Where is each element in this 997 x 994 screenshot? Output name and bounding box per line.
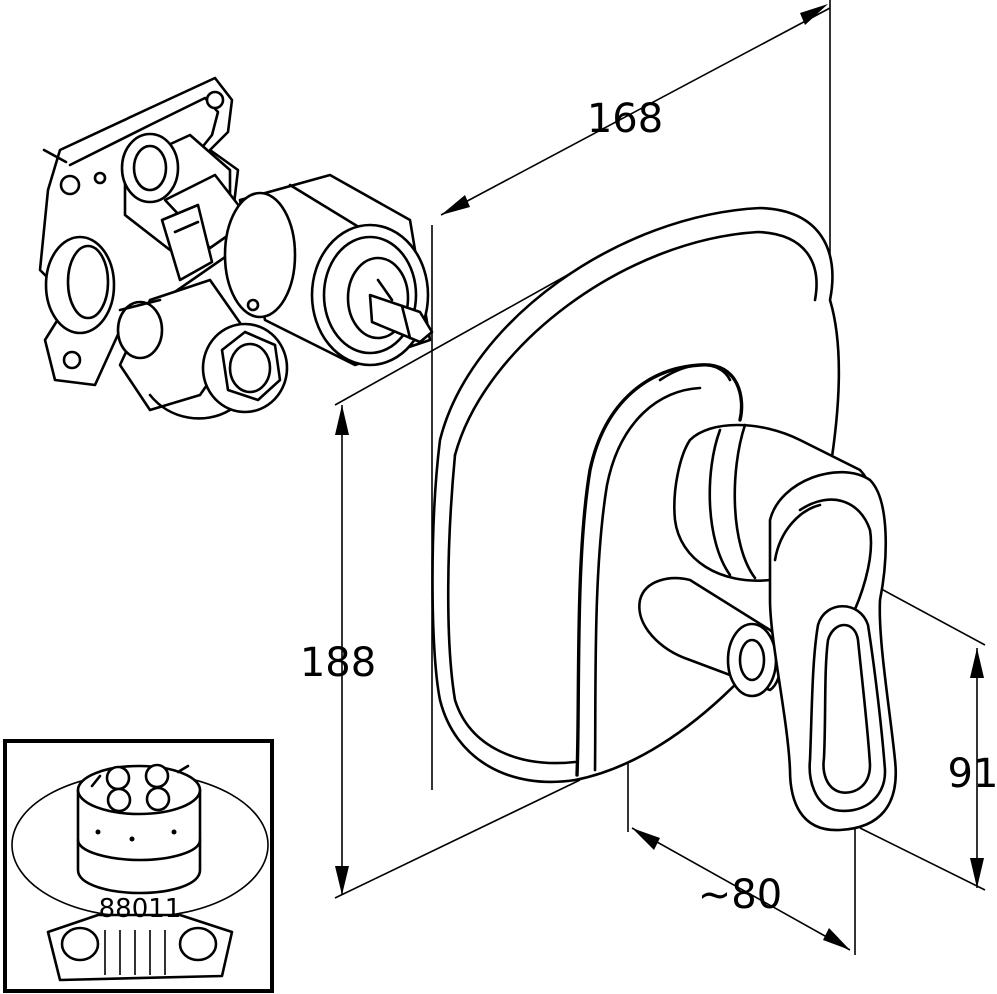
inset-part-number: 88011 [99, 894, 182, 924]
diverter-knob [638, 576, 783, 698]
depth-dimension-label: ~80 [698, 872, 782, 918]
mixer-lever [673, 423, 898, 832]
lever-height-dimension-label: 91 [948, 751, 997, 797]
rough-in-valve-body [38, 76, 434, 420]
height-dimension-label: 188 [300, 640, 376, 686]
width-dimension-label: 168 [587, 96, 663, 142]
inset-universal-body [3, 739, 274, 993]
